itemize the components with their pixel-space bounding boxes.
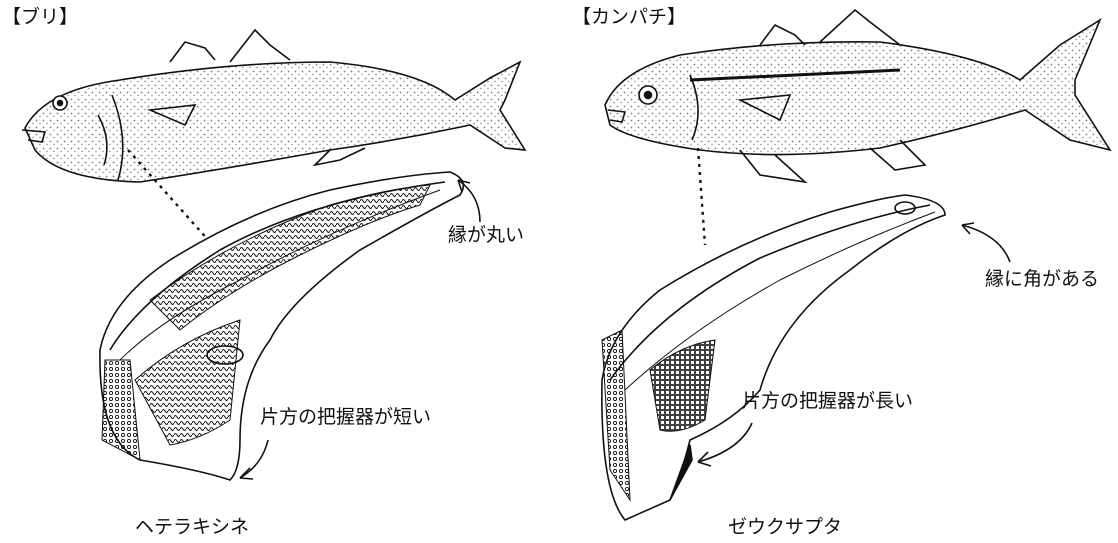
right-species-name: ゼウクサプタ <box>728 518 842 537</box>
left-margin-note: 縁が丸い <box>448 226 524 245</box>
left-species-name: ヘテラキシネ <box>135 518 249 537</box>
right-margin-note: 縁に角がある <box>985 270 1099 289</box>
right-panel-title: 【カンパチ】 <box>572 8 686 27</box>
right-dotted-leader <box>698 148 705 245</box>
left-clamp-arrow <box>240 440 268 479</box>
yellowtail-fish <box>22 30 525 182</box>
zeuxapta-worm <box>602 195 945 520</box>
left-clamp-note: 片方の把握器が短い <box>260 408 431 427</box>
left-panel-title: 【ブリ】 <box>2 8 78 27</box>
heteraxine-worm <box>100 172 463 480</box>
right-margin-arrow <box>962 223 1010 262</box>
right-clamp-note: 片方の把握器が長い <box>742 392 913 411</box>
amberjack-fish <box>605 10 1110 182</box>
